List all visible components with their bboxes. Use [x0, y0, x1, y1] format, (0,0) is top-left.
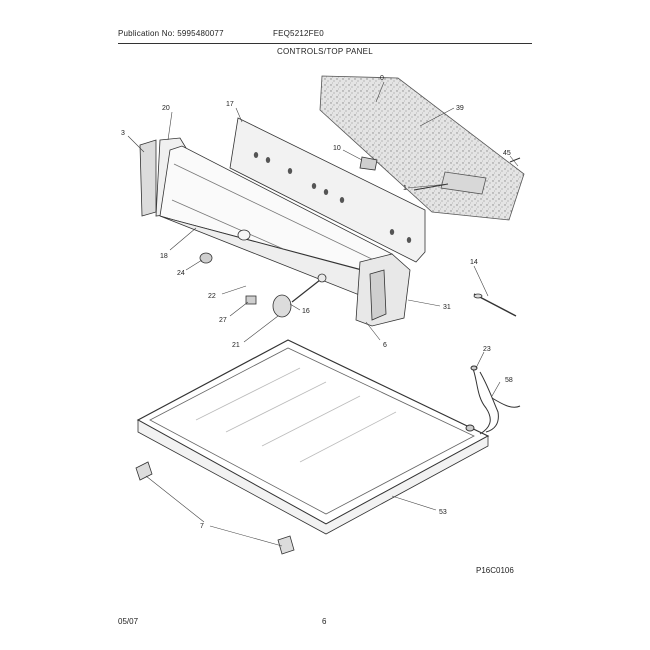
callout-53: 53 [439, 509, 447, 516]
callout-21: 21 [232, 342, 240, 349]
callout-16: 16 [302, 308, 310, 315]
panel-clip [359, 156, 378, 171]
hinge-right [277, 535, 295, 555]
model-number: FEQ5212FE0 [273, 29, 324, 38]
footer-date: 05/07 [118, 617, 139, 626]
callout-24: 24 [177, 270, 185, 277]
panel-surface-lines [195, 367, 397, 463]
hinge-left [135, 461, 153, 481]
callout-17: 17 [226, 101, 234, 108]
callout-3: 3 [121, 130, 125, 137]
knob-lens [237, 229, 251, 241]
callout-1: 1 [403, 185, 407, 192]
backplate-holes [253, 152, 412, 243]
callout-27: 27 [219, 317, 227, 324]
illustration-code: P16C0106 [476, 566, 514, 575]
callout-18: 18 [160, 253, 168, 260]
callout-labels: 0 39 17 20 3 10 1 45 18 24 14 22 27 16 3… [121, 75, 513, 530]
top-panel [136, 339, 490, 525]
left-end-cap [139, 139, 157, 217]
wire-harness [465, 365, 521, 435]
callout-20: 20 [162, 105, 170, 112]
switch-bracket [245, 295, 257, 305]
callout-0: 0 [380, 75, 384, 82]
callout-58: 58 [505, 377, 513, 384]
knob [199, 252, 213, 264]
callout-7: 7 [200, 523, 204, 530]
section-title: CONTROLS/TOP PANEL [276, 47, 374, 56]
page-number: 6 [322, 617, 327, 626]
callout-45: 45 [503, 150, 511, 157]
callout-39: 39 [456, 105, 464, 112]
callout-23: 23 [483, 346, 491, 353]
callout-10: 10 [333, 145, 341, 152]
panel-window [440, 171, 487, 195]
header-rule [118, 43, 532, 44]
callout-14: 14 [470, 259, 478, 266]
publication-number: Publication No: 5995480077 [118, 29, 224, 38]
callout-6: 6 [383, 342, 387, 349]
callout-22: 22 [208, 293, 216, 300]
callout-31: 31 [443, 304, 451, 311]
timer-knob [272, 294, 292, 318]
